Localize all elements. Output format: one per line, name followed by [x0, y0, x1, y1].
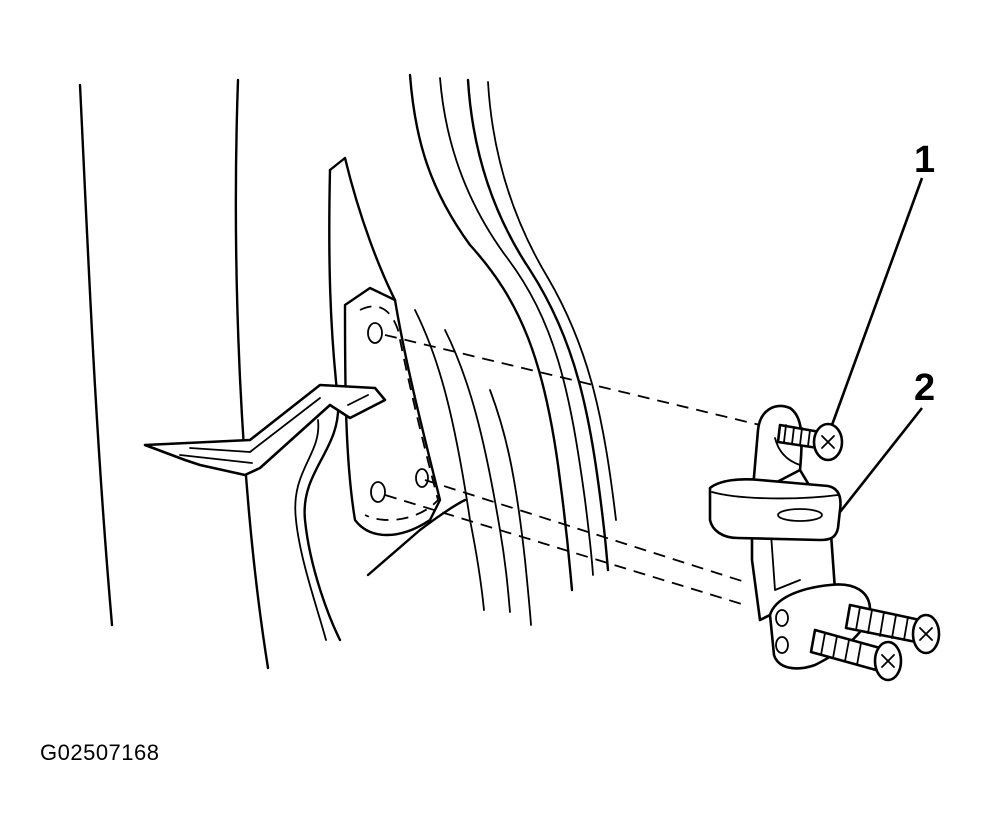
door-panel-outline — [78, 73, 617, 670]
check-strap-arm — [143, 383, 387, 477]
figure-id: G02507168 — [40, 740, 160, 765]
leader-line-2 — [838, 407, 924, 513]
leader-line-1 — [830, 177, 924, 426]
door-pillar — [294, 156, 467, 642]
lower-bolts — [809, 603, 941, 682]
alignment-lines — [384, 334, 761, 606]
callout-2: 2 — [914, 367, 935, 409]
callout-1: 1 — [914, 139, 935, 181]
door-check-assembly — [708, 404, 872, 670]
upper-bolt — [776, 422, 844, 462]
